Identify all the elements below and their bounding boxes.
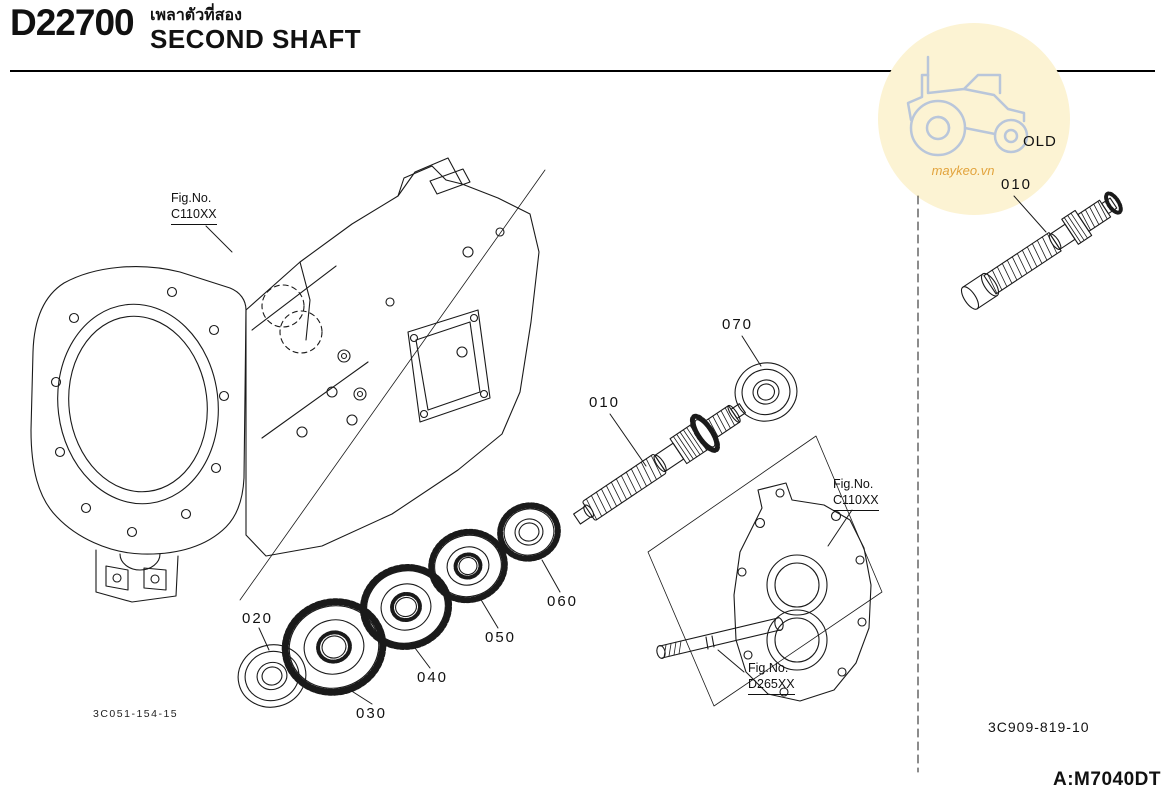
old-label: OLD <box>1023 133 1057 150</box>
figref-prefix: Fig.No. <box>833 477 874 491</box>
bearing-070-drawing <box>734 362 798 422</box>
old-part-number: 010 <box>1001 176 1033 193</box>
transmission-case-drawing <box>30 157 540 603</box>
drawing-code-left: 3C051-154-15 <box>93 708 179 720</box>
bearing-020-drawing <box>237 644 307 708</box>
gear-050-drawing <box>428 528 508 604</box>
callout-040: 040 <box>417 669 449 686</box>
shaft-010-drawing <box>573 403 746 525</box>
rear-shaft-drawing <box>656 617 784 659</box>
gear-030-drawing <box>281 598 387 696</box>
construction-lines <box>239 169 883 707</box>
page-subtitle-thai: เพลาตัวที่สอง <box>150 7 242 24</box>
callout-070: 070 <box>722 316 754 333</box>
figref-id: D265XX <box>748 676 795 695</box>
leader-lines <box>205 195 1047 705</box>
figref-shaft-rear: Fig.No. D265XX <box>748 660 795 695</box>
callout-010: 010 <box>589 394 621 411</box>
watermark: maykeo.vn <box>878 23 1070 215</box>
watermark-site-text: maykeo.vn <box>931 163 995 178</box>
model-code: A:M7040DT <box>1053 769 1161 790</box>
header-rule <box>10 70 1155 72</box>
page-code: D22700 <box>10 2 135 43</box>
tractor-icon <box>906 55 1029 157</box>
page-title: SECOND SHAFT <box>150 24 362 54</box>
gear-040-drawing <box>359 564 453 650</box>
callout-060: 060 <box>547 593 579 610</box>
figref-prefix: Fig.No. <box>171 191 212 205</box>
callout-050: 050 <box>485 629 517 646</box>
figref-case-rear: Fig.No. C110XX <box>833 476 879 511</box>
figref-id: C110XX <box>833 492 879 511</box>
callout-020: 020 <box>242 610 274 627</box>
callout-030: 030 <box>356 705 388 722</box>
figref-case-main: Fig.No. C110XX <box>171 190 217 225</box>
drawing-code-right: 3C909-819-10 <box>988 719 1090 735</box>
figref-id: C110XX <box>171 206 217 225</box>
figref-prefix: Fig.No. <box>748 661 789 675</box>
collar-060-drawing <box>497 502 561 562</box>
